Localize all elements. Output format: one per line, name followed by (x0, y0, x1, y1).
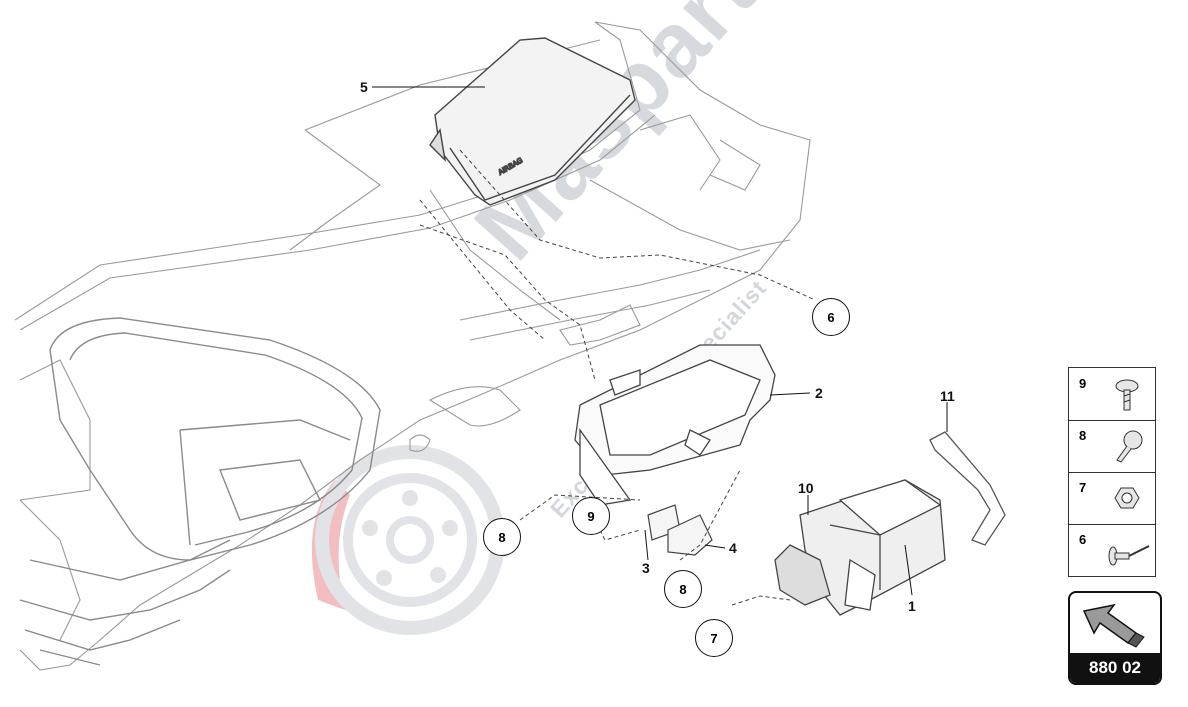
callout-3: 3 (642, 560, 650, 576)
screw-icon (1115, 379, 1139, 411)
reference-code: 880 02 (1070, 653, 1160, 683)
circled-callout-8: 8 (483, 518, 521, 556)
passenger-airbag-module-part (774, 479, 946, 616)
airbag-cover-part: AIRBAG (429, 37, 636, 206)
callout-2: 2 (815, 385, 823, 401)
bracket-frame-part (574, 344, 776, 506)
legend-number: 9 (1079, 376, 1087, 391)
circled-callout-7: 7 (695, 619, 733, 657)
hex-nut-icon (1114, 487, 1140, 509)
callout-1: 1 (908, 598, 916, 614)
callout-11: 11 (940, 388, 955, 404)
callout-5: 5 (360, 79, 368, 95)
legend-row-8: 8 (1069, 420, 1155, 473)
bolt-icon (1116, 430, 1143, 463)
instrument-cluster-outline (19, 317, 381, 666)
circled-callout-9: 9 (572, 497, 610, 535)
callout-4: 4 (729, 540, 737, 556)
callout-leader-lines (372, 86, 948, 596)
reference-box: 880 02 (1068, 591, 1162, 685)
support-strap-part (929, 431, 1006, 546)
rivet-icon (1108, 545, 1150, 566)
legend-number: 6 (1079, 532, 1087, 547)
hardware-legend: 9 8 7 6 (1068, 367, 1156, 577)
callout-10: 10 (798, 480, 814, 496)
legend-row-7: 7 (1069, 472, 1155, 525)
legend-number: 7 (1079, 480, 1087, 495)
legend-row-9: 9 (1069, 368, 1155, 421)
watermark-logo-icon (311, 445, 505, 635)
arrow-icon (1082, 603, 1145, 648)
legend-row-6: 6 (1069, 524, 1155, 576)
assembly-dashed-lines (419, 149, 816, 606)
circled-callout-6: 6 (812, 298, 850, 336)
circled-callout-8-lower: 8 (664, 570, 702, 608)
legend-number: 8 (1079, 428, 1087, 443)
small-brackets-part (647, 504, 713, 556)
